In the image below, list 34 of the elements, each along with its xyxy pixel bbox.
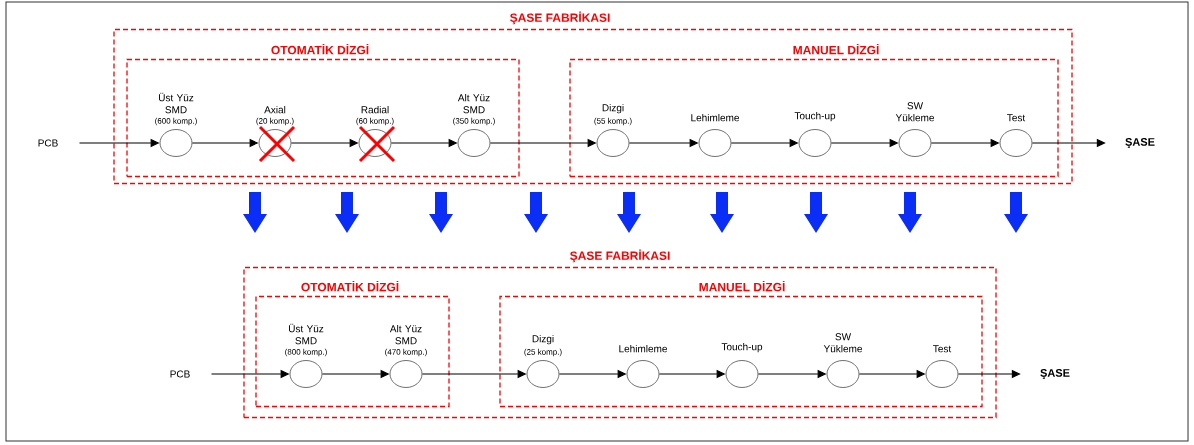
component-count: (600 komp.) [155,117,197,126]
component-count: (60 komp.) [356,117,394,126]
component-count: (20 komp.) [256,117,294,126]
step-label: Alt Yüz SMD [389,324,422,345]
group-title: OTOMATİK DİZGİ [301,280,399,292]
step-label: SW Yükleme [823,333,862,353]
step-label: Dizgi [532,335,554,345]
step-label: Üst Yüz SMD [159,92,194,114]
output-label: ŞASE [1125,138,1155,148]
group-title: ŞASE FABRİKASI [510,11,610,25]
group-title: MANUEL DİZGİ [699,280,785,292]
step-label: Touch-up [794,112,836,122]
step-label: Radial [361,105,389,114]
step-label: Lehimleme [691,113,739,122]
step-label: Test [1007,114,1026,122]
step-label: Dizgi [602,104,624,114]
step-label: Lehimleme [619,344,667,353]
step-label: Alt Yüz SMD [457,93,490,114]
step-label: Touch-up [721,343,763,353]
input-label: PCB [170,370,190,378]
group-title: ŞASE FABRİKASI [570,249,670,263]
step-label: Test [933,345,952,353]
group-title: MANUEL DİZGİ [793,43,879,55]
group-title: OTOMATİK DİZGİ [271,43,369,55]
step-label: Axial [264,105,286,114]
step-label: Üst Yüz SMD [289,323,324,345]
component-count: (25 komp.) [524,348,562,357]
output-label: ŞASE [1040,369,1070,379]
component-count: (470 komp.) [385,348,427,357]
component-count: (350 komp.) [453,117,495,126]
component-count: (800 komp.) [285,348,327,357]
input-label: PCB [38,139,58,147]
step-label: SW Yükleme [895,102,934,122]
component-count: (55 komp.) [594,117,632,126]
